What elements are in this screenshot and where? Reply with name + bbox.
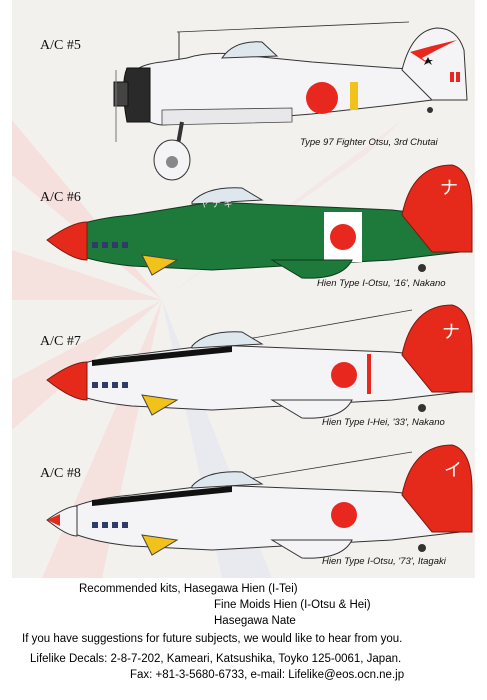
aircraft-8-tail-marking: イ bbox=[444, 460, 462, 481]
aircraft-6-fuselage-marking: ヤ ナ ギ bbox=[200, 200, 233, 210]
aircraft-5-caption: Type 97 Fighter Otsu, 3rd Chutai bbox=[300, 137, 438, 148]
aircraft-6-label: A/C #6 bbox=[40, 190, 81, 205]
aircraft-6-tail-marking: ナ bbox=[440, 178, 458, 199]
footer: Recommended kits, Hasegawa Hien (I-Tei) … bbox=[0, 578, 487, 700]
decal-sheet-panel: A/C #5 Type 97 Fighter Otsu, 3rd Chutai … bbox=[12, 0, 475, 578]
suggestions-text: If you have suggestions for future subje… bbox=[22, 633, 403, 645]
aircraft-8-profile bbox=[46, 444, 473, 559]
aircraft-8-label: A/C #8 bbox=[40, 466, 81, 481]
aircraft-7-profile bbox=[46, 304, 473, 419]
address-text: Lifelike Decals: 2-8-7-202, Kameari, Kat… bbox=[30, 653, 402, 665]
aircraft-7-tail-marking: ナ bbox=[442, 322, 460, 343]
recommended-kits-line-3: Hasegawa Nate bbox=[214, 615, 296, 627]
aircraft-5-label: A/C #5 bbox=[40, 38, 81, 53]
aircraft-6-profile bbox=[46, 164, 473, 279]
aircraft-8-caption: Hien Type I-Otsu, '73', Itagaki bbox=[322, 556, 446, 567]
aircraft-7-label: A/C #7 bbox=[40, 334, 81, 349]
aircraft-5-profile bbox=[113, 21, 468, 181]
aircraft-7-caption: Hien Type I-Hei, '33', Nakano bbox=[322, 417, 445, 428]
aircraft-6-caption: Hien Type I-Otsu, '16', Nakano bbox=[317, 278, 446, 289]
recommended-kits-line-2: Fine Moids Hien (I-Otsu & Hei) bbox=[214, 599, 371, 611]
recommended-kits-line-1: Recommended kits, Hasegawa Hien (I-Tei) bbox=[79, 583, 298, 595]
contact-text: Fax: +81-3-5680-6733, e-mail: Lifelike@e… bbox=[130, 669, 405, 681]
